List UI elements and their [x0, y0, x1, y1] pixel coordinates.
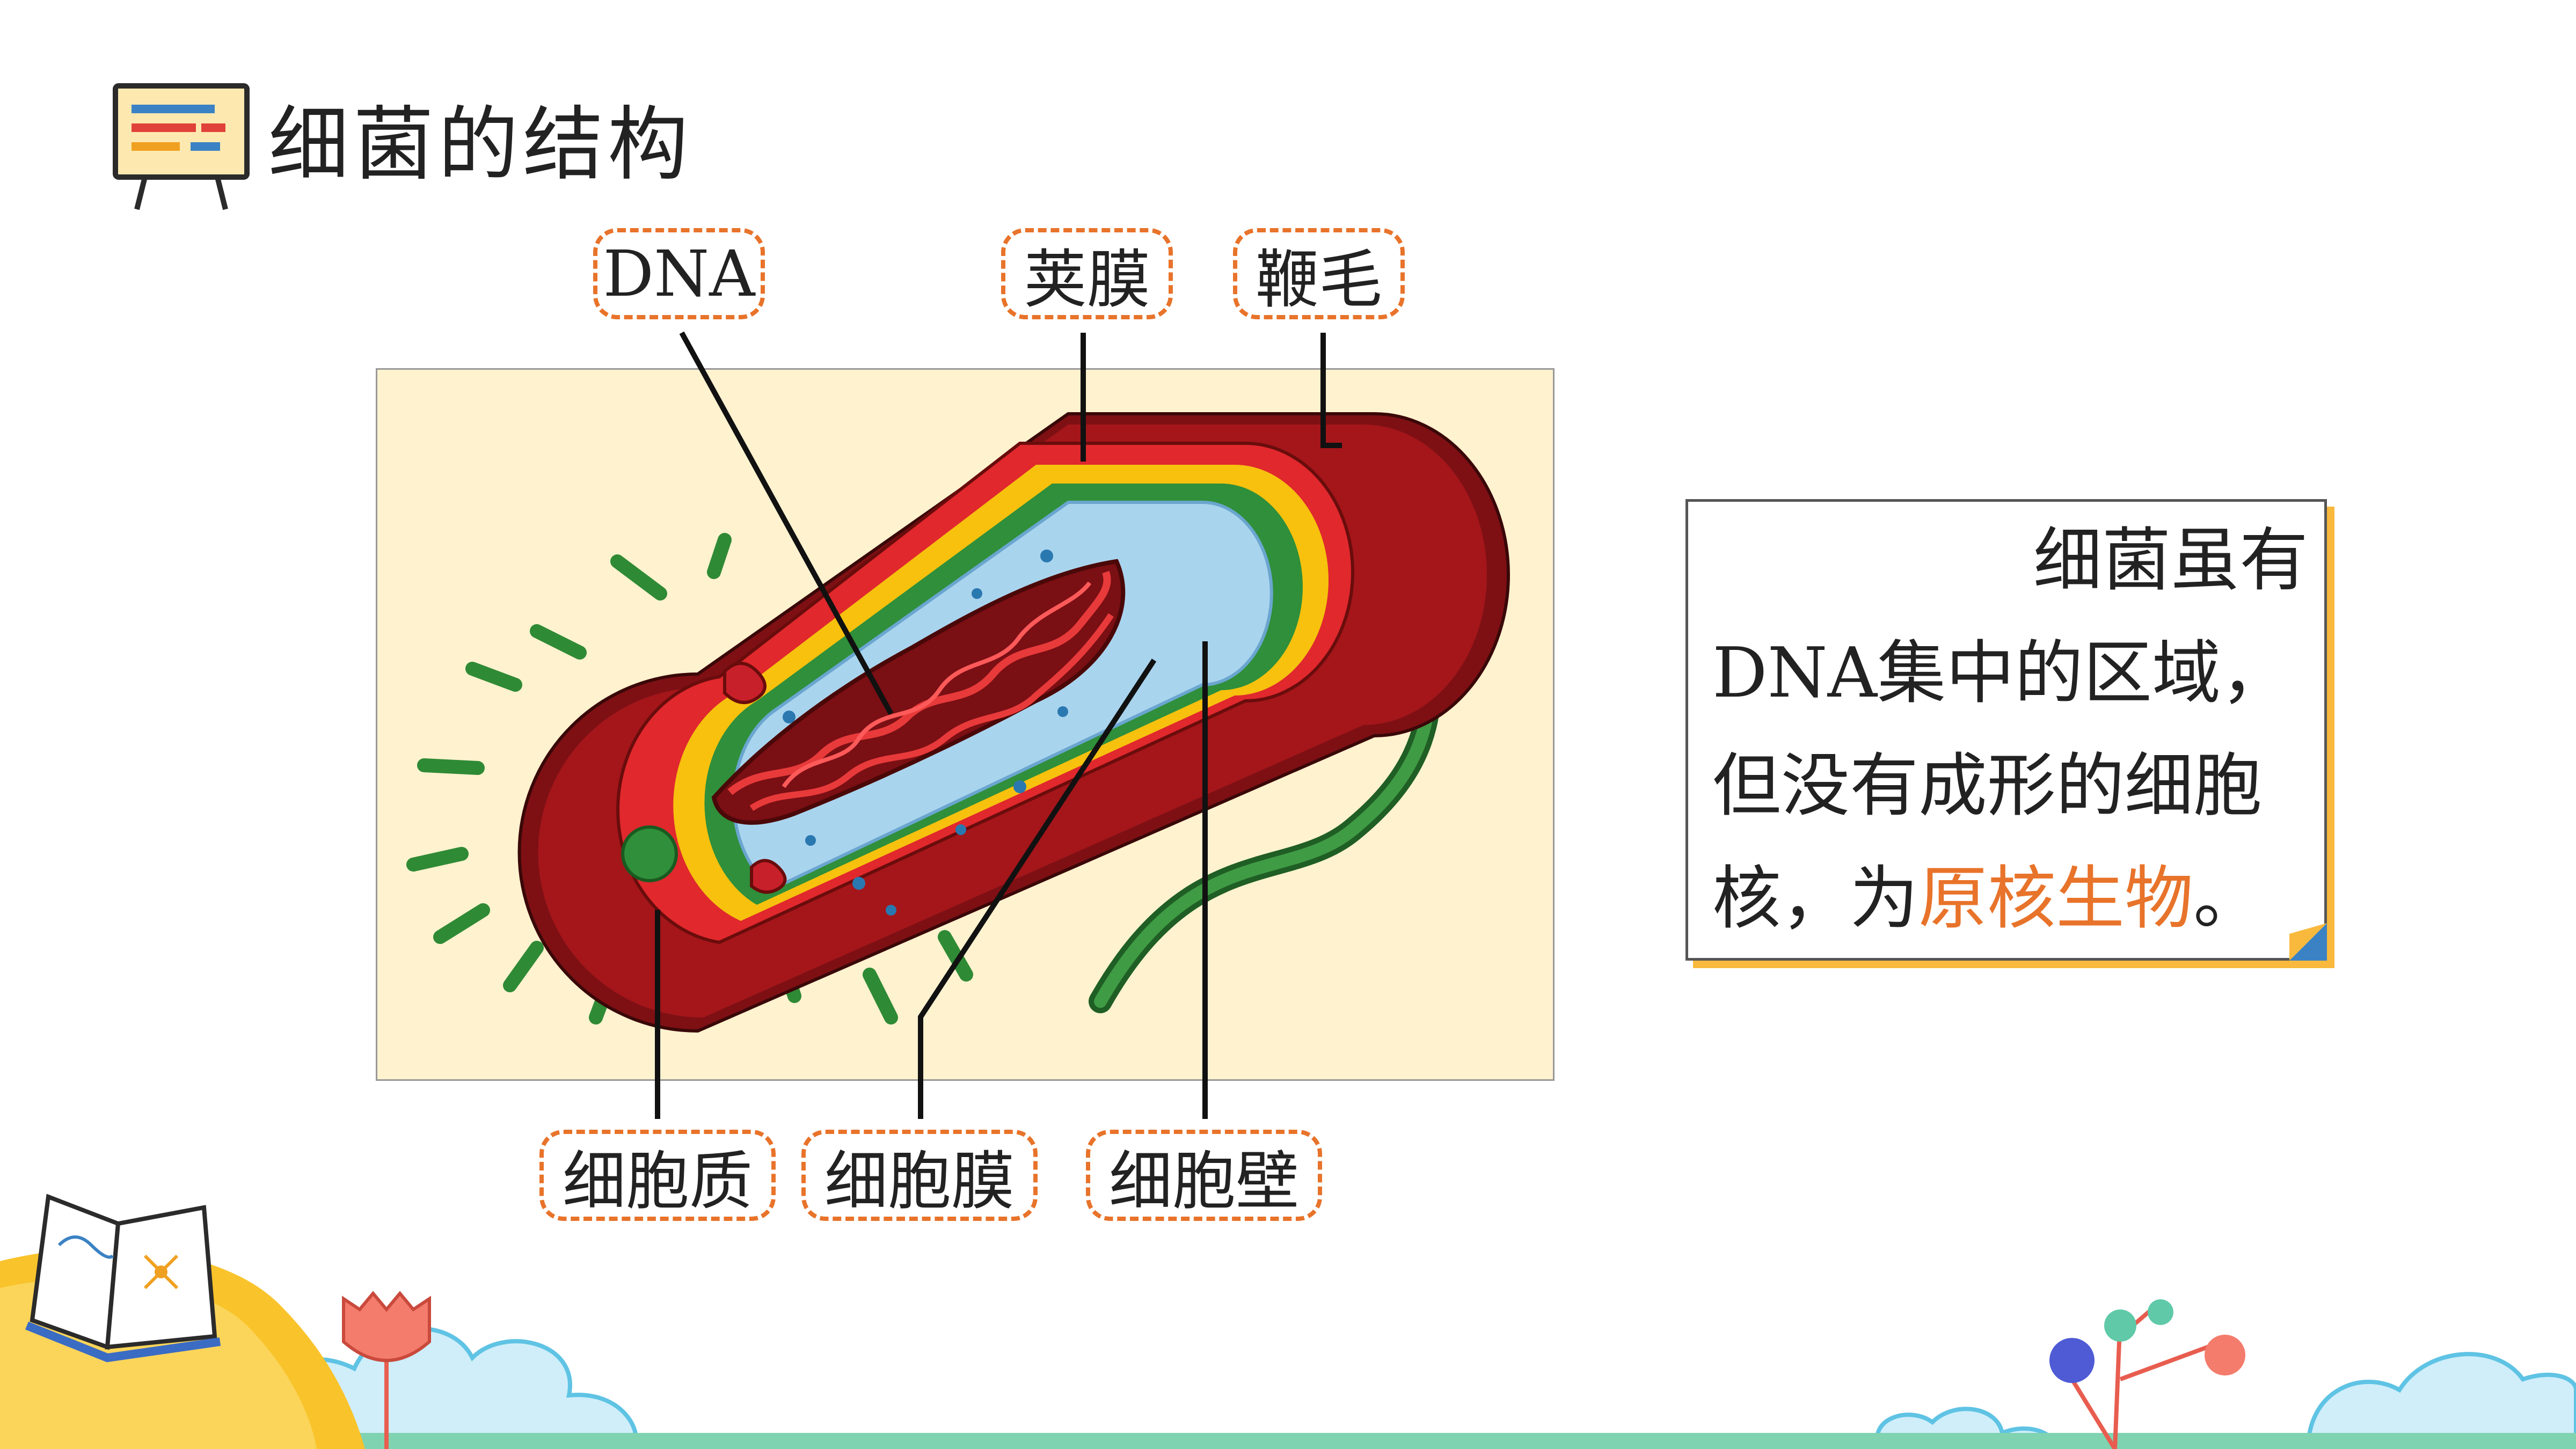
note-text: 核，为	[1712, 859, 1919, 939]
explanation-note: 细菌虽有 DNA集中的区域， 但没有成形的细胞 核，为原核生物。	[1685, 499, 2327, 961]
ribosome-granule	[621, 825, 678, 882]
note-line: DNA集中的区域，	[1712, 633, 2290, 713]
label-dna: DNA	[593, 228, 765, 319]
note-line: 细菌虽有	[2033, 521, 2308, 601]
label-cell-membrane: 细胞膜	[801, 1130, 1038, 1221]
plasmid	[750, 859, 787, 894]
note-line: 核，为原核生物。	[1712, 859, 2308, 939]
tree-icon	[2049, 1299, 2245, 1449]
page-curl-icon	[2289, 923, 2327, 961]
open-book-icon	[25, 1194, 221, 1363]
ground-strip	[0, 1433, 2576, 1449]
label-capsule: 荚膜	[1001, 228, 1173, 319]
note-line: 但没有成形的细胞	[1712, 746, 2263, 826]
note-text: 。	[2193, 859, 2263, 939]
presentation-board-icon	[113, 83, 250, 210]
flower-icon	[342, 1291, 431, 1449]
bacterium-illustration	[406, 412, 1510, 1033]
label-flagellum: 鞭毛	[1233, 228, 1405, 319]
page-title: 细菌的结构	[268, 98, 693, 192]
footer-decoration	[0, 1194, 2576, 1449]
label-cell-wall: 细胞壁	[1086, 1130, 1322, 1221]
label-cytoplasm: 细胞质	[539, 1130, 776, 1221]
highlight-term: 原核生物	[1918, 859, 2194, 939]
